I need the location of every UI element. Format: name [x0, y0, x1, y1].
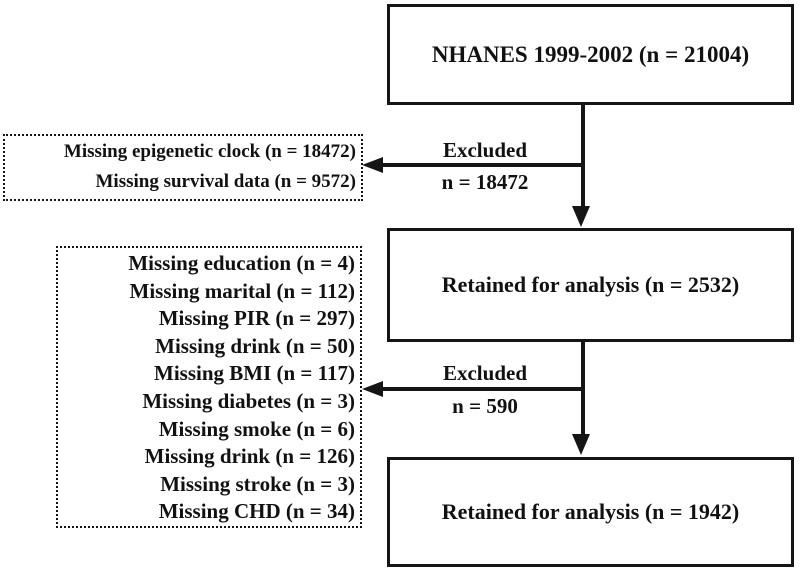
node-retained-1942: Retained for analysis (n = 1942) [387, 457, 794, 567]
excluded-2-count: n = 590 [452, 394, 518, 418]
down-arrowhead-1-icon [572, 206, 590, 227]
excluded-reason: Missing drink (n = 126) [144, 444, 355, 469]
excluded-reason: Missing marital (n = 112) [129, 278, 355, 303]
excluded-1-reasons-box: Missing epigenetic clock (n = 18472) Mis… [3, 134, 363, 201]
excluded-reason: Missing epigenetic clock (n = 18472) [63, 141, 356, 162]
node-retained-2532: Retained for analysis (n = 2532) [387, 228, 794, 342]
excluded-2-label: Excluded [442, 361, 528, 385]
excluded-reason: Missing drink (n = 50) [155, 333, 355, 358]
node-retained-2532-label: Retained for analysis (n = 2532) [441, 272, 740, 297]
excluded-1-label: Excluded [442, 138, 528, 162]
excluded-reason: Missing smoke (n = 6) [158, 416, 355, 441]
left-arrowhead-2-icon [362, 381, 383, 397]
excluded-2-reasons-box: Missing education (n = 4) Missing marita… [56, 246, 362, 528]
node-nhanes-total: NHANES 1999-2002 (n = 21004) [387, 4, 794, 105]
excluded-reason: Missing BMI (n = 117) [154, 361, 355, 386]
node-nhanes-total-label: NHANES 1999-2002 (n = 21004) [431, 41, 750, 67]
excluded-reason: Missing PIR (n = 297) [158, 306, 355, 331]
excluded-reason: Missing diabetes (n = 3) [142, 388, 355, 413]
excluded-reason: Missing survival data (n = 9572) [95, 171, 357, 192]
left-arrowhead-1-icon [362, 157, 383, 173]
excluded-reason: Missing stroke (n = 3) [160, 471, 355, 496]
excluded-1-count: n = 18472 [441, 170, 529, 194]
down-arrowhead-2-icon [572, 434, 590, 455]
connector-excluded-2 [372, 387, 581, 391]
connector-excluded-1 [372, 163, 581, 167]
connector-vertical-2 [581, 340, 585, 436]
excluded-reason: Missing CHD (n = 34) [158, 499, 355, 524]
connector-vertical-1 [581, 105, 585, 208]
node-retained-1942-label: Retained for analysis (n = 1942) [441, 499, 740, 524]
excluded-reason: Missing education (n = 4) [128, 251, 355, 275]
